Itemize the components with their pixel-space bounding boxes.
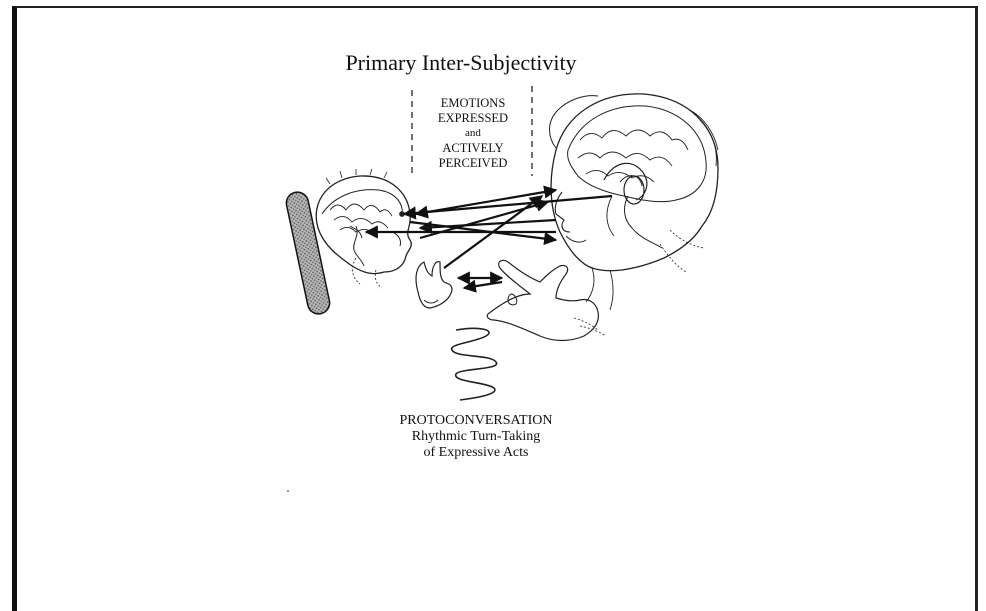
adult-hand: [487, 260, 606, 340]
infant-hand: [416, 262, 452, 308]
interaction-arrows: [366, 190, 612, 288]
infant-head: [316, 169, 411, 288]
rhythm-wave: [452, 328, 497, 400]
speck: [287, 490, 289, 492]
arrow-9: [464, 282, 502, 288]
adult-head: [550, 94, 719, 310]
infant-seat-bar: [284, 190, 331, 316]
